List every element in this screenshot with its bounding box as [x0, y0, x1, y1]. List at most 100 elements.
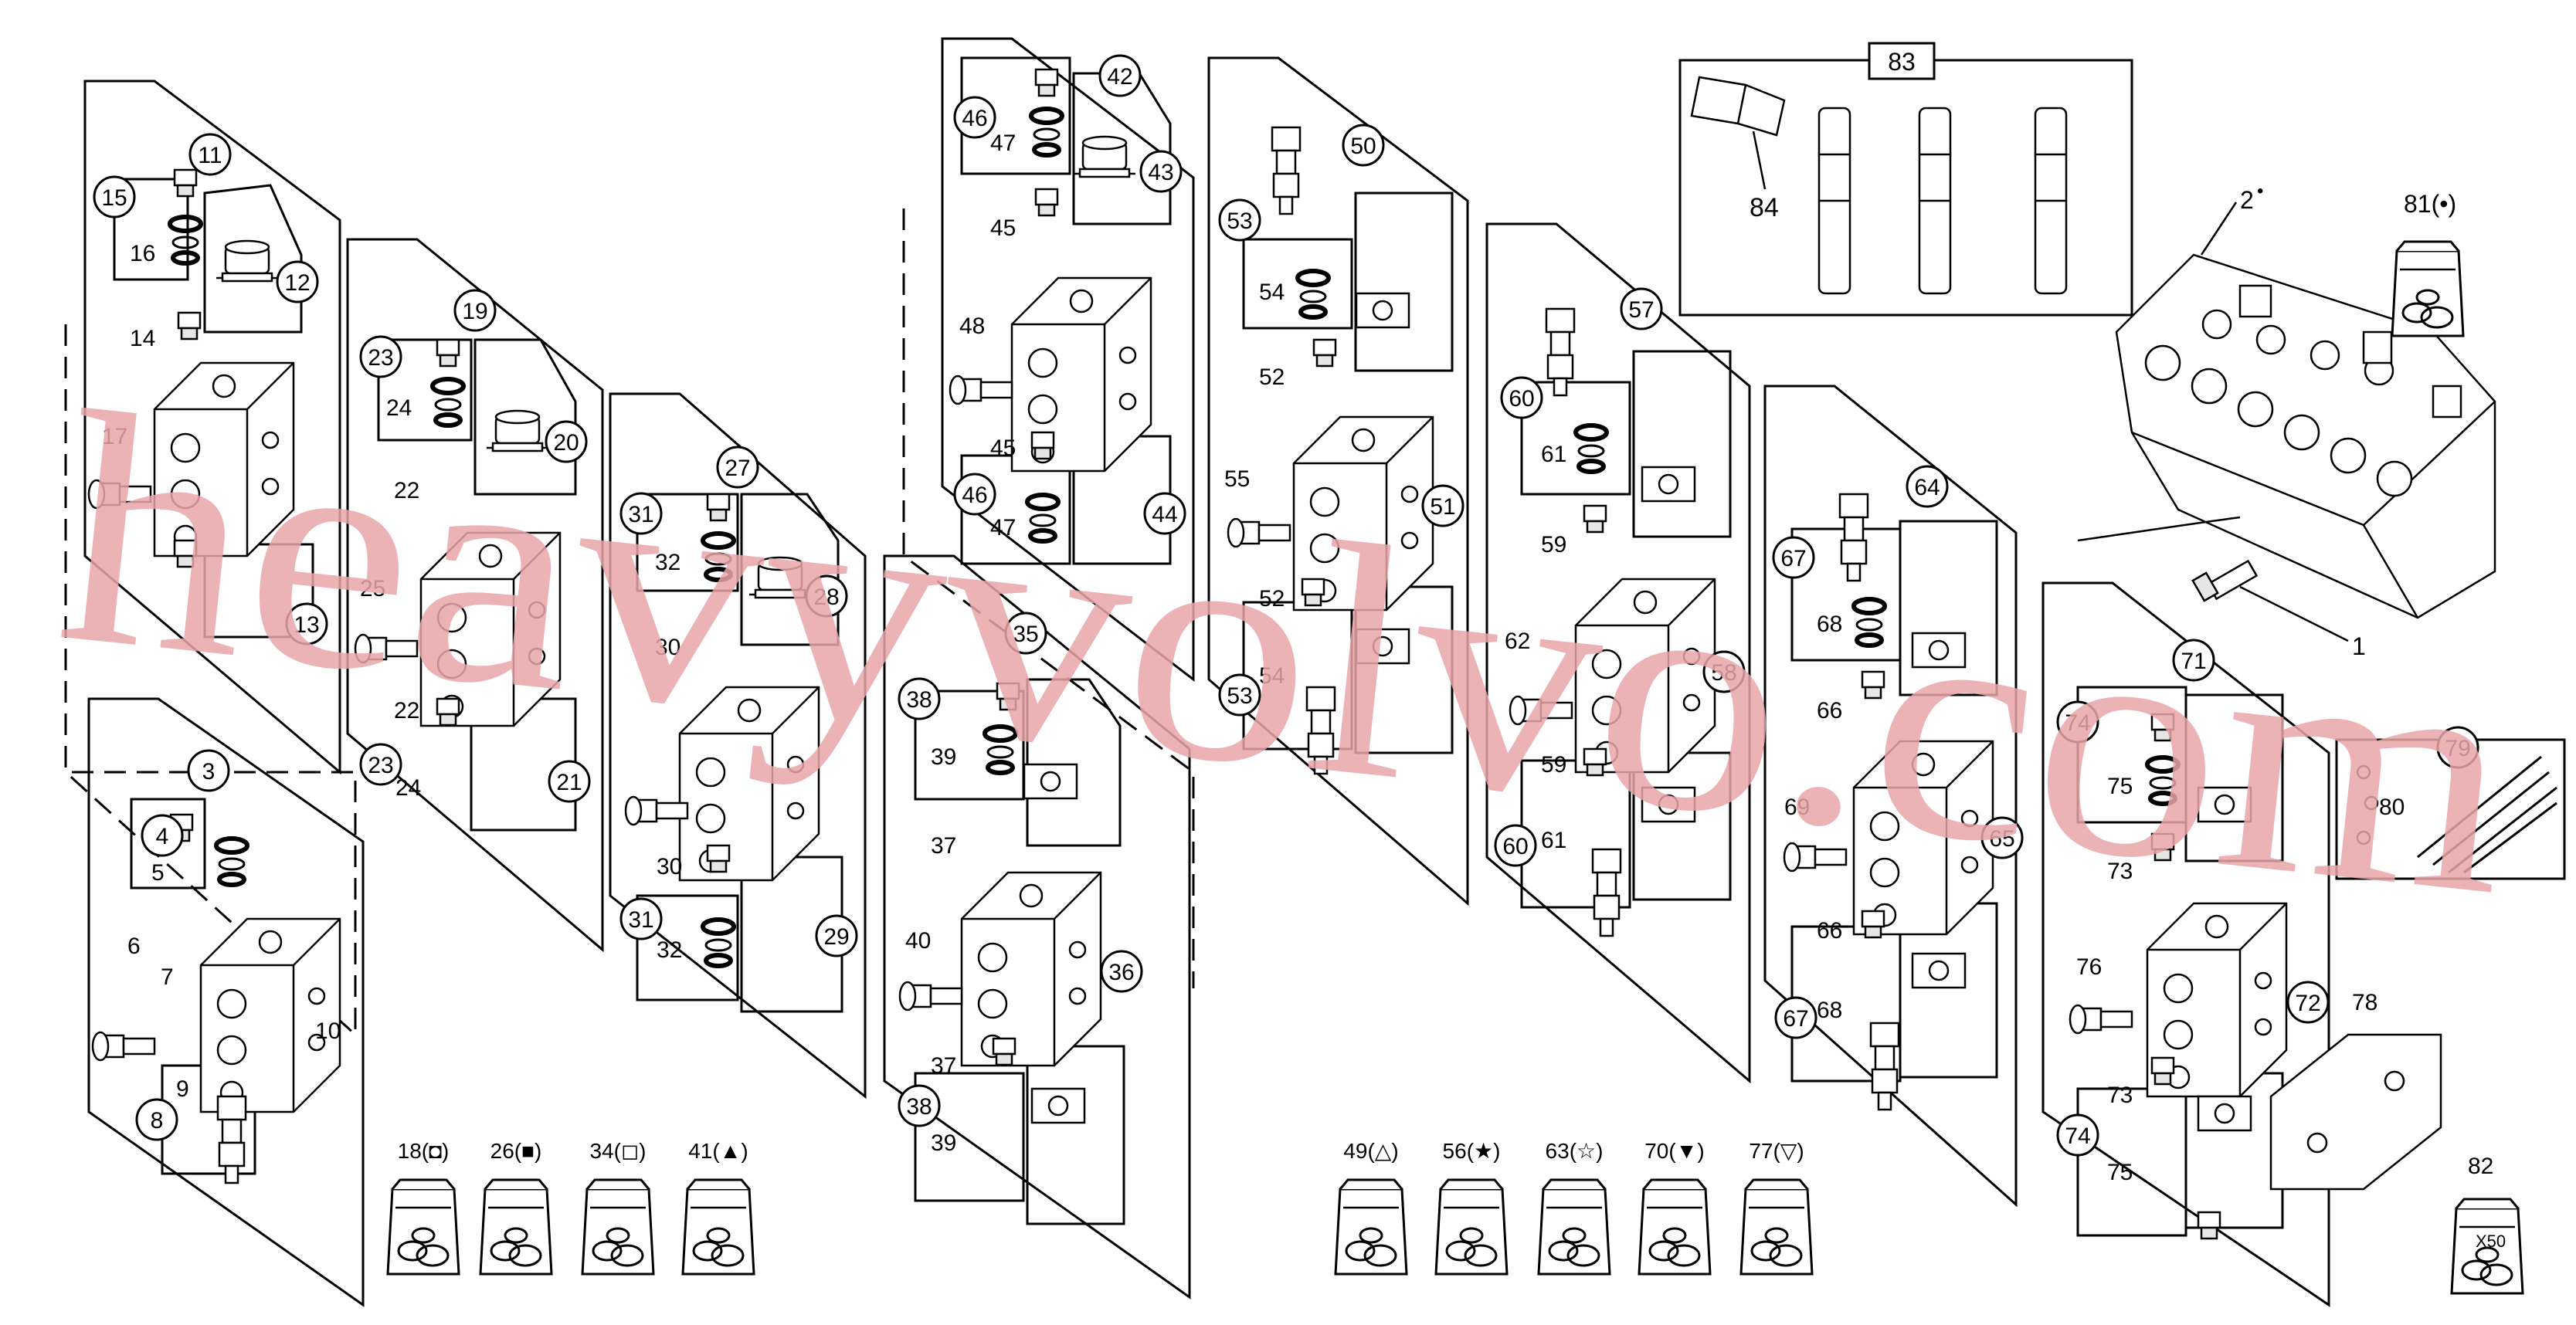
callout-12: 12	[284, 270, 310, 296]
callout-60: 60	[1502, 834, 1528, 859]
callout-46: 46	[962, 483, 987, 508]
valve-cap	[173, 168, 198, 198]
callout-5: 5	[151, 860, 165, 886]
callout-66: 66	[1817, 698, 1842, 723]
callout-58: 58	[1711, 660, 1736, 686]
valve-section-block	[199, 917, 341, 1113]
callout-9: 9	[176, 1076, 189, 1102]
kit-label: 18(◘)	[398, 1139, 450, 1163]
callout-38: 38	[906, 1094, 932, 1120]
callout-44: 44	[1152, 502, 1177, 527]
callout-57: 57	[1628, 297, 1654, 323]
callout-30: 30	[657, 854, 682, 879]
callout-73: 73	[2107, 859, 2133, 884]
callout-59: 59	[1541, 752, 1566, 778]
callout-61: 61	[1541, 442, 1566, 467]
callout-8: 8	[151, 1108, 164, 1134]
frame-section-27	[609, 392, 867, 1100]
frame-section-71	[2041, 581, 2330, 1307]
callout-81: 81(•)	[2404, 190, 2456, 218]
cover-plate	[1072, 135, 1137, 178]
callout-35: 35	[1013, 622, 1038, 647]
callout-27: 27	[725, 456, 750, 481]
end-cover-block	[2269, 1033, 2442, 1191]
valve-cap	[1861, 910, 1885, 939]
oring-set	[1576, 425, 1607, 472]
kit-label: 56(★)	[1443, 1139, 1501, 1163]
dashed-frame-left	[64, 324, 357, 1038]
subframe	[2076, 1087, 2187, 1237]
kit-quantity-note: X50	[2476, 1232, 2506, 1251]
callout-1: 1	[2352, 632, 2366, 660]
callout-13: 13	[294, 612, 319, 638]
callout-24: 24	[386, 395, 412, 421]
spool-plunger	[949, 374, 1013, 405]
leader	[2200, 202, 2238, 256]
bolt	[2191, 559, 2259, 602]
spool-plunger	[898, 981, 963, 1012]
kit-label: 77(▽)	[1749, 1139, 1804, 1163]
callout-11: 11	[198, 143, 222, 168]
callout-79: 79	[2445, 736, 2470, 761]
subframe	[377, 338, 473, 442]
subframe	[1899, 520, 1998, 696]
seal-kit-bag-icon	[386, 1178, 460, 1276]
subframe	[1632, 350, 1732, 538]
callout-32: 32	[655, 550, 680, 575]
callout-74: 74	[2065, 1123, 2090, 1149]
callout-10: 10	[315, 1018, 341, 1044]
spool-rod	[1817, 107, 2068, 295]
callout-75: 75	[2107, 774, 2133, 799]
assembly-arrow	[2077, 516, 2241, 542]
callout-23: 23	[368, 345, 393, 371]
dashed-frame-mid	[902, 208, 1195, 988]
callout-65: 65	[1989, 826, 2014, 852]
callout-3: 3	[202, 759, 216, 784]
callout-53: 53	[1227, 683, 1252, 709]
callout-22: 22	[394, 478, 419, 503]
callout-36: 36	[1108, 960, 1134, 985]
callout-53: 53	[1227, 208, 1252, 234]
cover-plate	[215, 239, 280, 283]
main-control-valve-assembly	[2115, 253, 2496, 619]
seal-kit-bag-icon	[1434, 1178, 1509, 1276]
callout-2: 2	[2240, 186, 2254, 214]
callout-24: 24	[395, 775, 421, 801]
callout-67: 67	[1780, 546, 1806, 571]
valve-cap	[2150, 1056, 2175, 1086]
callout-numbers: 16 14 17 5 6 7 9 10 24 22 25 22 24 32 30…	[102, 130, 2506, 1251]
valve-cap	[706, 844, 731, 873]
callout-25: 25	[360, 576, 385, 602]
valve-cap	[2197, 1211, 2221, 1240]
callout-47: 47	[990, 515, 1016, 541]
solenoid-valve	[216, 1095, 247, 1184]
callout-74: 74	[2065, 710, 2090, 736]
callout-67: 67	[1783, 1006, 1808, 1032]
callout-54: 54	[1259, 663, 1285, 689]
callout-15: 15	[101, 185, 127, 211]
callout-45: 45	[990, 215, 1016, 241]
callout-68: 68	[1817, 998, 1842, 1023]
callout-75: 75	[2107, 1160, 2133, 1185]
callout-29: 29	[823, 924, 849, 950]
callout-37: 37	[931, 833, 956, 859]
subframe	[636, 894, 739, 1001]
seal-kit-bag-icon	[1638, 1178, 1712, 1276]
callout-83: 83	[1888, 48, 1916, 76]
oring-set	[216, 839, 247, 885]
callout-39: 39	[931, 744, 956, 770]
seal-kit-bag-icon	[2391, 240, 2465, 337]
subframe	[636, 493, 739, 592]
callout-6: 6	[127, 934, 141, 959]
flange-plate	[2197, 1095, 2252, 1132]
callout-28: 28	[813, 585, 839, 610]
callout-17: 17	[102, 424, 127, 449]
flange-plate	[1355, 292, 1410, 329]
subframe	[1354, 191, 1454, 372]
callout-52: 52	[1259, 586, 1285, 612]
valve-cap	[1034, 68, 1059, 97]
kit-label: 26(■)	[490, 1139, 542, 1163]
seal-kit-bag-icon	[479, 1178, 553, 1276]
subframe	[1520, 381, 1631, 496]
